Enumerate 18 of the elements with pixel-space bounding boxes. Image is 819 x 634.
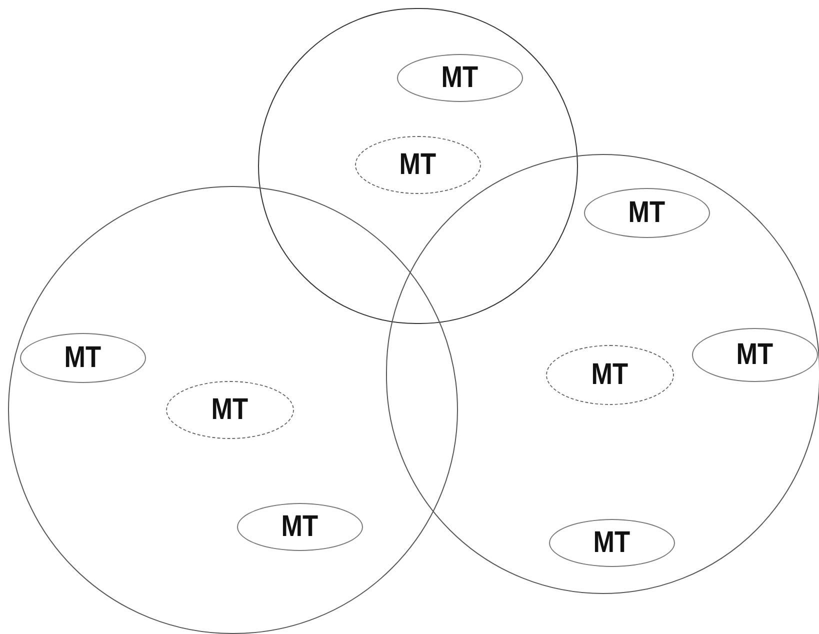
ellipse-label: MT (442, 63, 478, 93)
ellipse (549, 519, 675, 567)
ellipse (166, 381, 294, 439)
ellipse (20, 333, 146, 383)
ellipse-label: MT (594, 528, 630, 558)
ellipse-label: MT (628, 198, 666, 228)
ellipse-label: MT (592, 360, 628, 390)
ellipse (546, 345, 674, 405)
ellipse-label: MT (282, 512, 318, 542)
ellipse-label: MT (736, 340, 774, 370)
ellipse-label: MT (64, 343, 102, 373)
ellipse-label: MT (212, 395, 248, 425)
ellipse (692, 328, 818, 382)
ellipse (584, 188, 710, 238)
ellipse (237, 503, 363, 551)
ellipse (355, 136, 481, 194)
ellipse-label: MT (400, 150, 436, 180)
ellipse (397, 54, 523, 102)
